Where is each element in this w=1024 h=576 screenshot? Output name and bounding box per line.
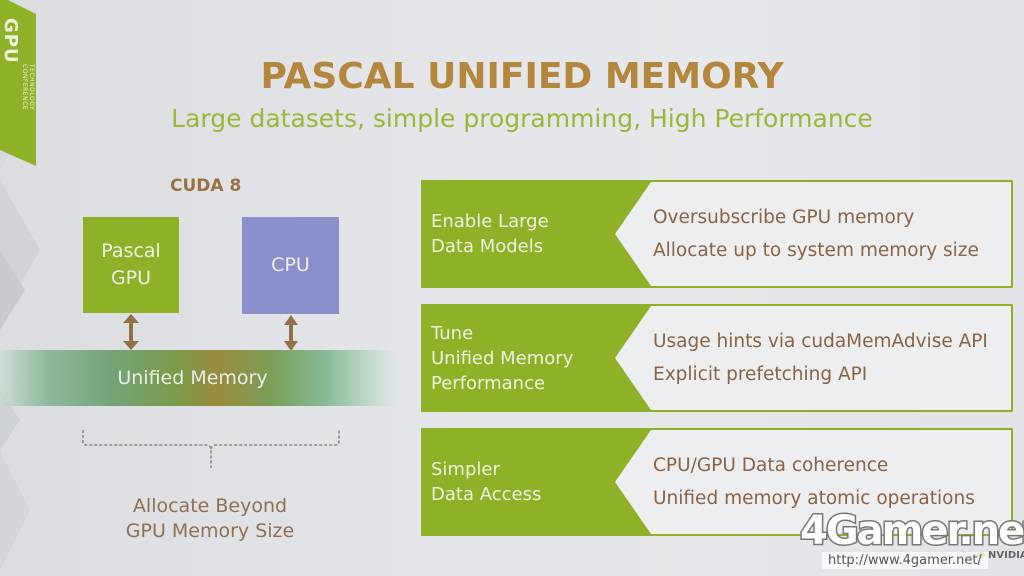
cuda-heading: CUDA 8 — [170, 176, 242, 196]
slide-title: PASCAL UNIFIED MEMORY — [260, 56, 784, 97]
cpu-box: CPU — [242, 217, 339, 314]
feature-item: Unified memory atomic operations — [653, 488, 975, 509]
feature-item: Explicit prefetching API — [653, 364, 868, 385]
slide-subtitle: Large datasets, simple programming, High… — [171, 104, 873, 133]
pascal-gpu-box: Pascal GPU — [83, 217, 179, 313]
feature-item: Allocate up to system memory size — [653, 240, 979, 261]
feature-items: CPU/GPU Data coherence Unified memory at… — [653, 430, 975, 534]
feature-items: Oversubscribe GPU memory Allocate up to … — [653, 182, 979, 286]
feature-label: Tune Unified Memory Performance — [431, 322, 574, 394]
feature-label: Enable Large Data Models — [431, 211, 549, 257]
unified-memory-bar: Unified Memory — [0, 350, 395, 406]
chevron-wedge-shape — [423, 306, 651, 410]
4gamer-watermark-logo: 4Gamer.net — [798, 507, 1024, 556]
chevron-wedge-shape — [423, 182, 651, 286]
cpu-memory-double-arrow-icon — [284, 315, 298, 351]
nvidia-logo-text: NVIDIA — [988, 550, 1024, 561]
allocate-caption: Allocate Beyond GPU Memory Size — [125, 495, 295, 542]
feature-row-tune-performance: Tune Unified Memory Performance Usage hi… — [421, 304, 1013, 412]
feature-item: CPU/GPU Data coherence — [653, 455, 889, 476]
feature-item: Oversubscribe GPU memory — [653, 207, 915, 228]
feature-items: Usage hints via cudaMemAdvise API Explic… — [653, 306, 988, 410]
feature-row-simpler-data-access: Simpler Data Access CPU/GPU Data coheren… — [421, 428, 1013, 536]
4gamer-watermark-url: http://www.4gamer.net/ — [822, 552, 988, 569]
feature-label: Simpler Data Access — [431, 459, 542, 505]
chevron-wedge-shape — [423, 430, 651, 534]
gtc-banner: GPU TECHNOLOGY CONFERENCE — [0, 0, 40, 166]
feature-item: Usage hints via cudaMemAdvise API — [653, 331, 988, 352]
brace-bracket-icon — [82, 430, 340, 468]
gpu-memory-double-arrow-icon — [123, 314, 139, 350]
feature-row-large-data-models: Enable Large Data Models Oversubscribe G… — [421, 180, 1013, 288]
